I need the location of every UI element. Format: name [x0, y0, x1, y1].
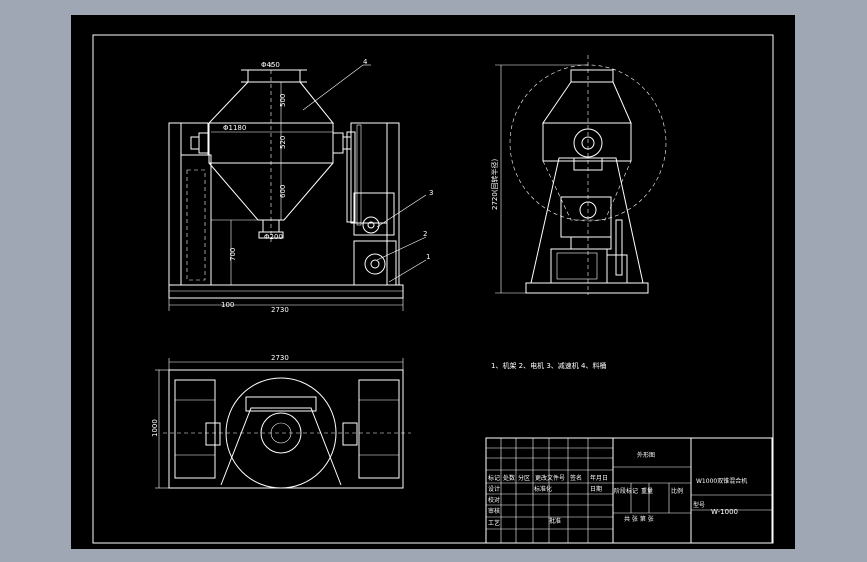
callout-3: 3	[429, 189, 433, 197]
tb-row-review: 审核	[488, 507, 500, 515]
tb-col-zone: 分区	[518, 474, 530, 482]
tb-col-date: 年月日	[590, 474, 608, 482]
tb-col-sign: 签名	[570, 474, 582, 482]
tb-product-name: W1000双锥混合机	[696, 477, 747, 485]
dim-plan-length: 2730	[271, 354, 289, 362]
cad-drawing: Φ450 500 Φ1180 520 600 Φ200 700 100 2730…	[92, 34, 774, 544]
tb-row-process: 工艺	[488, 519, 500, 527]
tb-stage: 阶段标记	[614, 487, 638, 495]
side-view: 2720(回转半径)	[490, 55, 667, 295]
tb-date-label: 日期	[590, 485, 602, 493]
tb-row-check: 校对	[488, 496, 500, 504]
dim-plan-width: 1000	[151, 419, 159, 437]
tb-weight: 重量	[641, 487, 653, 495]
dim-total-length: 2730	[271, 306, 289, 314]
tb-row-mark: 标记	[488, 474, 500, 482]
title-block: 标记 设计 校对 审核 工艺 处数 分区 更改文件号 签名 年月日 标准化 日期…	[485, 437, 773, 544]
drawing-sheet: Φ450 500 Φ1180 520 600 Φ200 700 100 2730…	[71, 15, 795, 549]
callout-4: 4	[363, 58, 368, 66]
front-view: Φ450 500 Φ1180 520 600 Φ200 700 100 2730…	[168, 58, 433, 314]
dim-body-len: 520	[279, 136, 287, 149]
dim-outlet-dia: Φ200	[264, 233, 283, 241]
tb-drawing-no: W-1000	[711, 508, 738, 516]
dim-top-dia: Φ450	[261, 61, 280, 69]
tb-sheets: 共 张 第 张	[624, 515, 654, 523]
dim-base-offset: 100	[221, 301, 234, 309]
callout-1: 1	[426, 253, 430, 261]
tb-scale: 比例	[671, 487, 683, 495]
dim-outlet-height: 700	[229, 248, 237, 261]
dim-total-height: 2720(回转半径)	[490, 158, 499, 210]
tb-model-label: 型号	[693, 501, 705, 509]
tb-std: 标准化	[534, 485, 552, 493]
tb-approve: 批准	[549, 517, 561, 525]
tb-col-count: 处数	[503, 474, 515, 482]
tb-col-change-doc: 更改文件号	[535, 474, 565, 482]
dim-cone-upper: 500	[279, 94, 287, 107]
parts-legend: 1、机架 2、电机 3、减速机 4、料桶	[491, 361, 607, 370]
tb-row-design: 设计	[488, 485, 500, 493]
tb-drawing-name: 外形图	[637, 451, 655, 459]
dim-body-dia: Φ1180	[223, 124, 246, 132]
plan-view: 2730 1000	[151, 354, 411, 489]
callout-2: 2	[423, 230, 427, 238]
inner-border	[92, 34, 774, 544]
dim-cone-lower: 600	[279, 185, 287, 198]
